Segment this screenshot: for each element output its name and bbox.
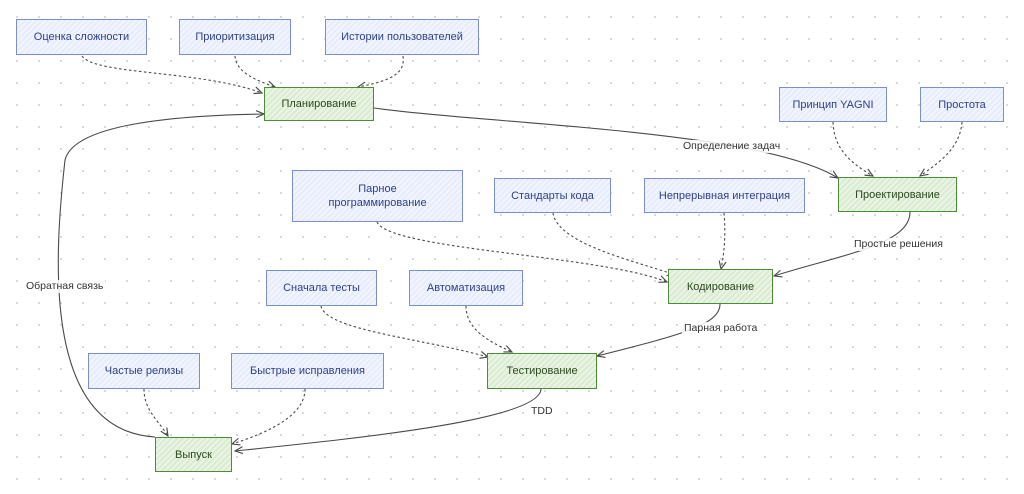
edge-automation-testing — [465, 305, 512, 352]
node-yagni[interactable]: Принцип YAGNI — [779, 87, 887, 122]
edge-prioritization-planning — [234, 55, 275, 87]
node-automation[interactable]: Автоматизация — [409, 270, 523, 306]
node-simplicity[interactable]: Простота — [920, 87, 1004, 122]
node-complexity-estimation[interactable]: Оценка сложности — [16, 19, 147, 55]
node-user-stories[interactable]: Истории пользователей — [325, 19, 479, 55]
node-continuous-integration[interactable]: Непрерывная интеграция — [644, 178, 805, 213]
node-design[interactable]: Проектирование — [838, 177, 957, 212]
node-prioritization[interactable]: Приоритизация — [179, 19, 291, 55]
node-release[interactable]: Выпуск — [155, 437, 232, 472]
edge-releases-release — [143, 388, 168, 436]
edge-complexity-planning — [81, 55, 262, 93]
label-tdd: TDD — [529, 405, 555, 418]
edge-yagni-design — [832, 121, 873, 176]
node-testing[interactable]: Тестирование — [487, 353, 597, 389]
edge-standards-coding — [552, 212, 675, 275]
node-pair-programming[interactable]: Парное программирование — [292, 170, 463, 222]
label-task-definition: Определение задач — [681, 140, 783, 153]
label-simple-solutions: Простые решения — [852, 238, 945, 251]
edge-ci-coding — [721, 212, 725, 269]
edge-stories-planning — [358, 55, 404, 87]
label-feedback: Обратная связь — [24, 280, 106, 293]
node-code-standards[interactable]: Стандарты кода — [494, 178, 611, 213]
label-pair-work: Парная работа — [682, 322, 760, 335]
node-planning[interactable]: Планирование — [264, 87, 374, 121]
node-coding[interactable]: Кодирование — [668, 269, 773, 304]
edge-release-planning-feedback — [57, 114, 264, 438]
edge-simplicity-design — [920, 121, 963, 176]
node-quick-fixes[interactable]: Быстрые исправления — [231, 353, 384, 389]
edge-tests-first-testing — [320, 305, 488, 357]
node-tests-first[interactable]: Сначала тесты — [266, 270, 377, 306]
edge-testing-release — [235, 388, 542, 451]
edge-planning-design — [373, 107, 838, 178]
edge-pair-coding — [376, 221, 667, 282]
node-frequent-releases[interactable]: Частые релизы — [88, 353, 200, 389]
edge-fixes-release — [232, 388, 306, 444]
